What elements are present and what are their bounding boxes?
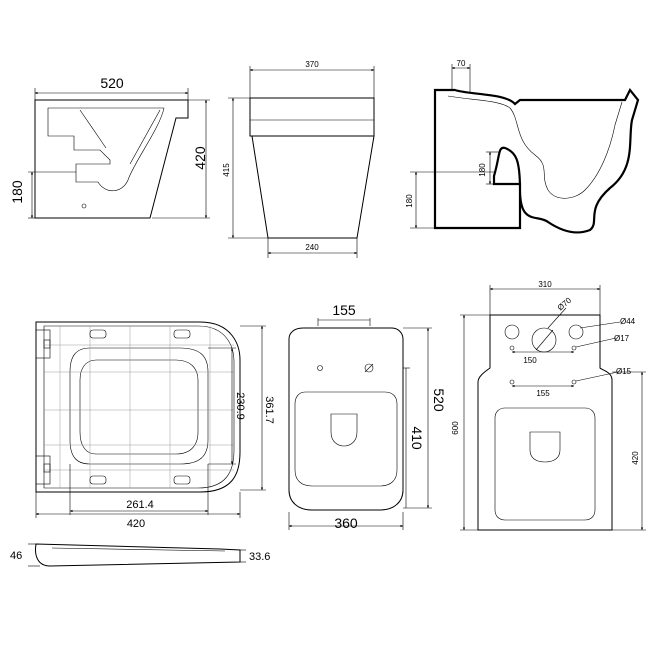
plan-inner-label: 410 (409, 426, 425, 450)
section-outlet-label: 180 (478, 163, 487, 177)
front-elevation-view: 520 420 180 (9, 75, 210, 219)
fixing-top-label: 310 (538, 280, 552, 289)
plan-width-label: 360 (334, 515, 358, 531)
seat-top-view: 361.7 230.9 261.4 420 (35, 321, 275, 530)
section-top-label: 70 (457, 59, 466, 68)
fixing-plan-view: 310 Ø70 Ø44 Ø17 Ø15 150 155 600 420 (451, 280, 646, 531)
seat-profile-left-label: 46 (10, 550, 22, 562)
seat-gridlines (44, 326, 234, 488)
seat-inner-label: 230.9 (234, 392, 246, 420)
side-height-label: 415 (222, 163, 231, 177)
side-elevation-view: 370 415 240 (222, 60, 375, 258)
plan-top-label: 155 (332, 302, 356, 318)
plan-height-label: 520 (431, 388, 447, 412)
seat-hinge-label: 261.4 (126, 499, 154, 511)
fixing-d44-label: Ø44 (620, 317, 636, 326)
fixing-d17-label: Ø17 (614, 334, 630, 343)
front-height-label: 420 (192, 146, 208, 170)
section-floor-label: 180 (405, 194, 414, 208)
fixing-h420-label: 420 (631, 451, 640, 465)
seat-depth-label: 361.7 (263, 396, 275, 424)
seat-profile-view: 46 33.6 (10, 543, 270, 567)
fixing-d15-label: Ø15 (616, 367, 632, 376)
front-inlet-label: 180 (9, 180, 25, 204)
fixing-h600-label: 600 (451, 421, 460, 435)
side-top-label: 370 (305, 60, 319, 69)
front-width-label: 520 (100, 75, 124, 91)
seat-profile-right-label: 33.6 (249, 551, 270, 563)
section-view: 70 180 180 (405, 59, 640, 234)
fixing-w155-label: 155 (536, 389, 550, 398)
seat-width-label: 420 (127, 518, 145, 530)
fixing-w150-label: 150 (523, 356, 537, 365)
pan-plan-view: 155 520 410 360 (288, 302, 447, 531)
side-bottom-label: 240 (305, 243, 319, 252)
